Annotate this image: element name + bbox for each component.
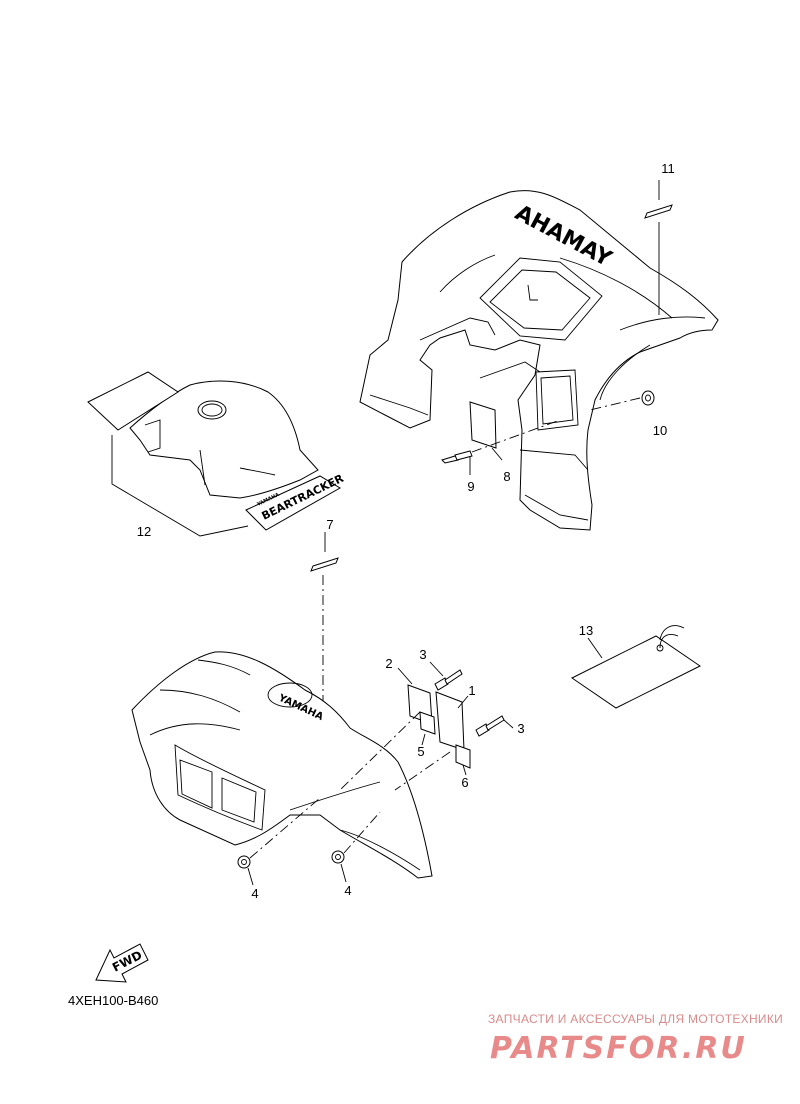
leader-1b xyxy=(394,751,451,791)
callout-4b: 4 xyxy=(344,883,351,898)
fwd-arrow-icon: FWD xyxy=(95,943,149,983)
callout-11: 11 xyxy=(661,161,675,176)
leader-13 xyxy=(587,637,603,659)
callout-5: 5 xyxy=(417,744,424,759)
part-8-reflector xyxy=(469,401,497,449)
leader-5 xyxy=(421,733,426,746)
part-4-grommet-right xyxy=(331,850,345,864)
leader-3a xyxy=(429,661,444,677)
leader-4a-num xyxy=(247,867,254,886)
leader-2b xyxy=(339,711,421,791)
part-13-manual xyxy=(571,625,701,709)
leader-8 xyxy=(491,447,503,461)
part-3-rivet-upper xyxy=(434,669,463,691)
leader-9b xyxy=(471,419,561,453)
part-1-bracket xyxy=(435,691,471,769)
callout-3a: 3 xyxy=(419,647,426,662)
callout-7: 7 xyxy=(326,517,333,532)
callout-13: 13 xyxy=(579,623,593,638)
watermark-logo: PARTSFOR.RU xyxy=(490,1031,747,1066)
part-12-front-cover-upper xyxy=(129,380,319,499)
leader-3b xyxy=(503,719,514,729)
front-fender: YAMAHA xyxy=(131,651,433,879)
watermark-tagline: ЗАПЧАСТИ И АКСЕССУАРЫ ДЛЯ МОТОТЕХНИКИ xyxy=(488,1012,783,1026)
leader-2 xyxy=(397,667,413,685)
rear-fender: YAMAHA xyxy=(359,190,719,531)
leader-6 xyxy=(462,764,467,776)
part-3-rivet-lower xyxy=(475,715,505,737)
part-10-grommet xyxy=(641,390,655,406)
part-2-bracket xyxy=(407,684,436,735)
part-12-small-decal xyxy=(87,371,179,431)
leader-4b xyxy=(343,811,381,854)
callout-8: 8 xyxy=(503,469,510,484)
leader-10 xyxy=(589,397,641,411)
diagram-code: 4XEH100-B460 xyxy=(68,993,158,1008)
leader-12 xyxy=(111,435,249,537)
callout-2: 2 xyxy=(385,656,392,671)
leader-4b-num xyxy=(340,863,347,883)
callout-10: 10 xyxy=(653,423,667,438)
part-11-decal xyxy=(644,204,673,219)
callout-6: 6 xyxy=(461,775,468,790)
callout-9: 9 xyxy=(467,479,474,494)
leader-1 xyxy=(457,695,469,709)
callout-1: 1 xyxy=(468,683,475,698)
part-9-rivet xyxy=(441,450,473,464)
part-7-decal xyxy=(310,557,339,572)
callout-12: 12 xyxy=(137,524,151,539)
leader-4a xyxy=(249,797,321,859)
callout-3b: 3 xyxy=(517,721,524,736)
callout-4a: 4 xyxy=(251,886,258,901)
part-4-grommet-left xyxy=(237,855,251,869)
